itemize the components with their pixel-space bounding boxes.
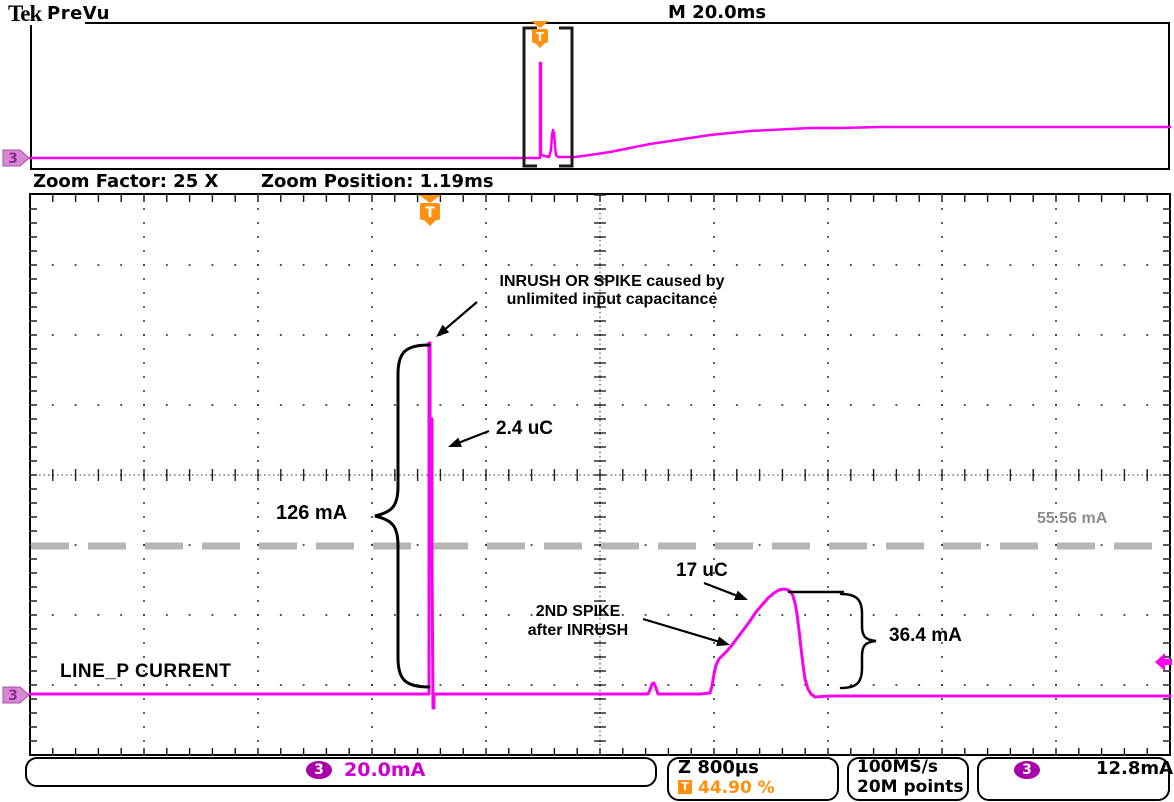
trigger-level-readout[interactable]: 12.8mA [1096, 758, 1174, 779]
trigger-source-badge[interactable]: 3 [1014, 761, 1040, 779]
charge2-arrow-head [734, 590, 748, 600]
waveform-traces [28, 61, 1172, 710]
main-timebase-readout[interactable]: M 20.0ms [668, 2, 767, 23]
inrush-arrow [445, 301, 478, 330]
sample-rate-readout: 100MS/s [857, 757, 938, 777]
second-spike-arrow [642, 617, 718, 643]
channel-scale-box[interactable] [25, 757, 657, 787]
overview-trace [28, 61, 1172, 160]
svg-text:3: 3 [8, 151, 18, 167]
channel-scale-readout[interactable]: 20.0mA [344, 759, 426, 781]
second-amplitude-annotation: 36.4 mA [889, 625, 962, 646]
zoom-factor-label[interactable]: Zoom Factor: 25 X [33, 171, 219, 192]
main-trace [28, 341, 1172, 710]
trigger-box[interactable] [977, 757, 1170, 801]
second-spike-brace [839, 592, 877, 690]
overview-strip-border [30, 22, 1170, 170]
annotation-graphics [374, 301, 877, 690]
channel-3-tag-overview[interactable]: 3 [2, 149, 30, 167]
inrush-annotation: INRUSH OR SPIKE caused by unlimited inpu… [499, 273, 725, 308]
charge2-arrow [703, 581, 737, 597]
trigger-level-arrow-icon[interactable] [1155, 653, 1172, 671]
zoom-timebase-box[interactable] [667, 757, 839, 801]
trigger-position-icon: T [678, 780, 692, 794]
charge1-arrow-head [448, 437, 462, 447]
charge1-annotation: 2.4 uC [496, 418, 554, 439]
second-spike-arrow-head [716, 636, 730, 647]
trigger-marker-main-icon[interactable]: T [419, 195, 441, 226]
charge1-arrow [459, 429, 490, 444]
charge2-annotation: 17 uC [676, 560, 728, 581]
inrush-arrow-head [436, 324, 450, 337]
acquisition-box[interactable] [847, 757, 969, 801]
acquisition-status: PreVu [47, 3, 110, 24]
second-spike-annotation: 2ND SPIKE after INRUSH [527, 603, 629, 639]
limit-level-label: 55.56 mA [1037, 510, 1108, 527]
inrush-brace [374, 343, 431, 689]
channel-3-tag-main[interactable]: 3 [2, 686, 30, 704]
svg-text:T: T [425, 205, 435, 221]
inrush-amplitude-annotation: 126 mA [276, 502, 348, 524]
zoom-position-label[interactable]: Zoom Position: 1.19ms [261, 171, 494, 192]
svg-text:T: T [536, 30, 545, 44]
record-length-readout: 20M points [857, 777, 964, 797]
zoom-window-bracket[interactable] [522, 26, 574, 168]
graticule-grid [29, 194, 1171, 756]
svg-text:3: 3 [8, 688, 18, 704]
trace-label: LINE_P CURRENT [60, 661, 232, 682]
trigger-position-readout[interactable]: 44.90 % [698, 778, 775, 798]
zoom-timebase-readout[interactable]: Z 800µs [678, 757, 759, 778]
trigger-marker-overview-icon[interactable]: T [531, 21, 549, 48]
tek-logo: Tek [8, 1, 42, 26]
channel-3-badge[interactable]: 3 [306, 761, 332, 779]
